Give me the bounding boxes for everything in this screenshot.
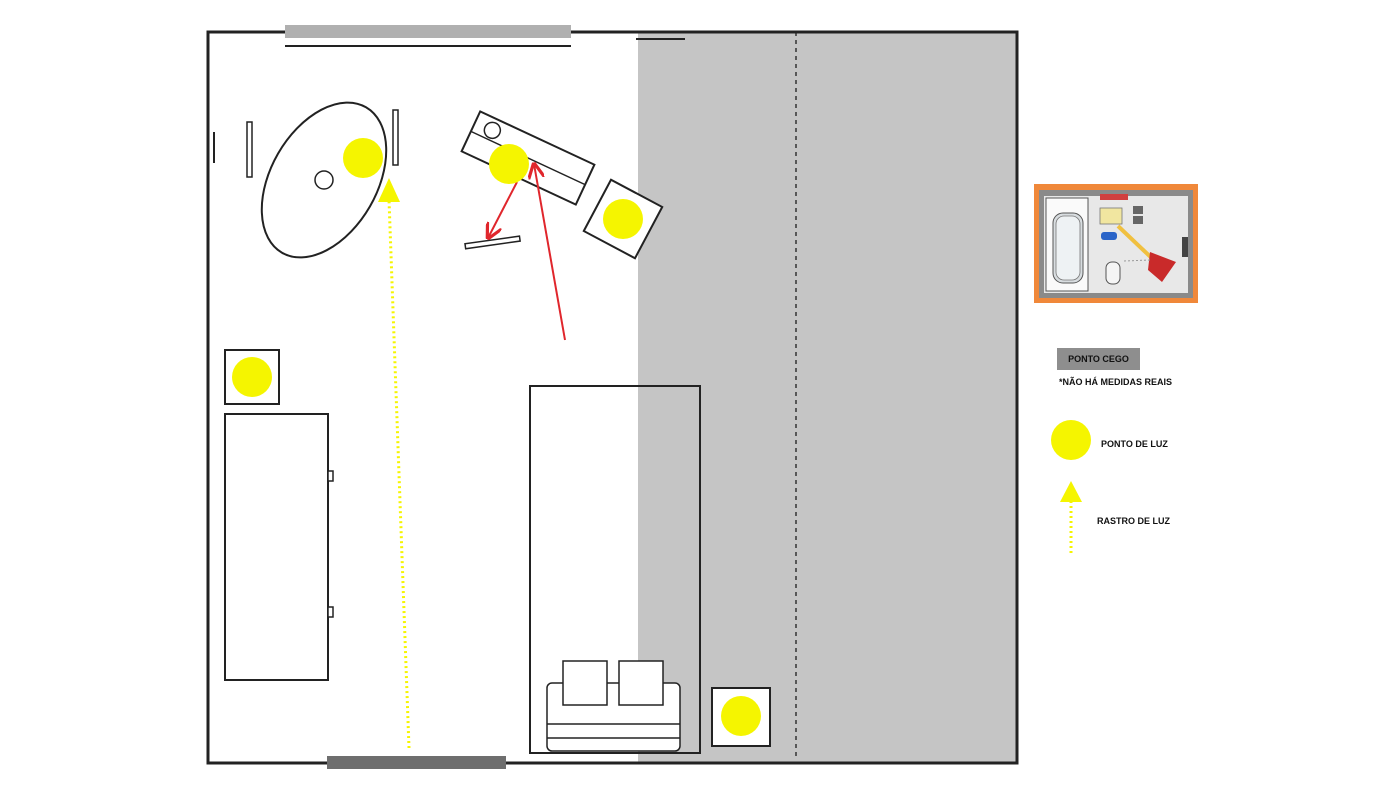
light-trail-arrow-icon [1060,481,1082,502]
pillow-left [562,660,608,706]
reference-thumbnail [1034,184,1198,303]
reflection-arrow-icon [488,181,518,238]
mirror-plate [464,235,521,250]
pillow-right [618,660,664,706]
wardrobe-handle-bottom [327,606,334,618]
window [285,25,571,38]
side-panel-left [246,121,253,178]
light-point-icon [343,138,383,178]
door [327,756,506,769]
blind-spot-zone [638,32,1017,763]
tub-drain [314,170,334,190]
legend-blind-spot-badge: PONTO CEGO [1057,348,1140,370]
light-point-icon [232,357,272,397]
light-trail [387,199,411,749]
light-point-icon [603,199,643,239]
legend-light-point-label: PONTO DE LUZ [1101,439,1168,449]
reflection-arrow-icon [534,164,566,341]
side-panel-right [392,109,399,166]
legend-light-trail-label: RASTRO DE LUZ [1097,516,1170,526]
light-point-icon [489,144,529,184]
wardrobe [224,413,329,681]
bed [529,385,701,754]
legend-note: *NÃO HÁ MEDIDAS REAIS [1059,377,1173,387]
light-point-icon [1051,420,1091,460]
room-outline [206,30,1019,765]
light-point-icon [721,696,761,736]
wardrobe-handle-top [327,470,334,482]
light-trail-arrow-icon [378,178,400,202]
